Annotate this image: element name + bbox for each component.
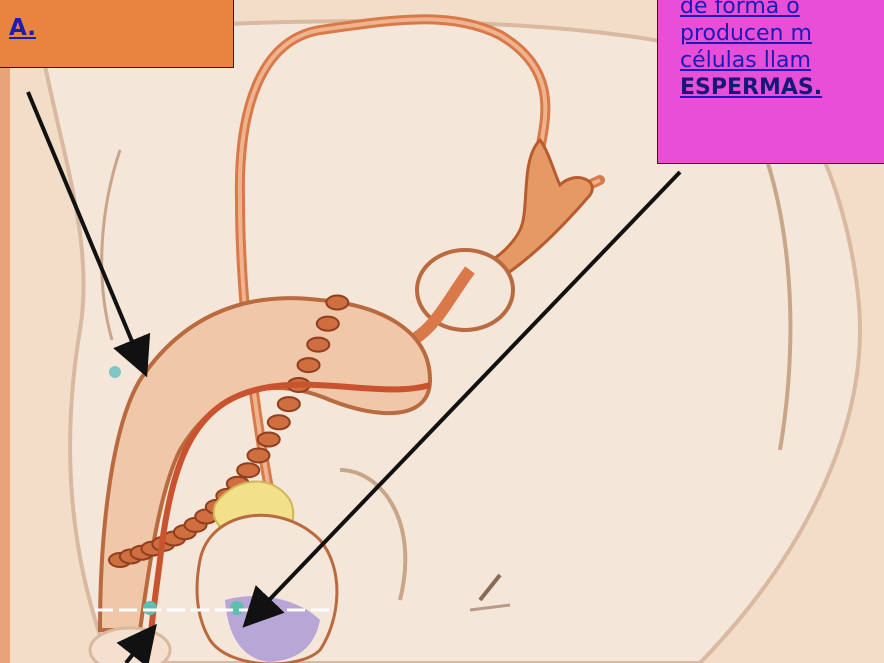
label-box-pink: de forma o producen m células llam ESPER… xyxy=(657,0,884,164)
label-pink-emphasis: ESPERMAS. xyxy=(680,74,884,101)
label-box-orange: A. xyxy=(0,0,234,68)
frame-edge xyxy=(0,0,10,663)
corpus-segment xyxy=(268,415,290,429)
corpus-segment xyxy=(237,463,259,477)
marker-dot xyxy=(230,601,244,615)
label-pink-line-3: células llam xyxy=(680,47,884,74)
corpus-segment xyxy=(298,358,320,372)
marker-dot xyxy=(143,601,157,615)
label-pink-line-1: de forma o xyxy=(680,0,884,20)
corpus-segment xyxy=(278,397,300,411)
corpus-segment xyxy=(317,317,339,331)
corpus-segment xyxy=(247,448,269,462)
corpus-segment xyxy=(326,295,348,309)
label-orange-text: A. xyxy=(9,13,36,43)
label-pink-line-2: producen m xyxy=(680,20,884,47)
corpus-segment xyxy=(307,338,329,352)
corpus-segment xyxy=(258,432,280,446)
marker-dot xyxy=(109,366,121,378)
